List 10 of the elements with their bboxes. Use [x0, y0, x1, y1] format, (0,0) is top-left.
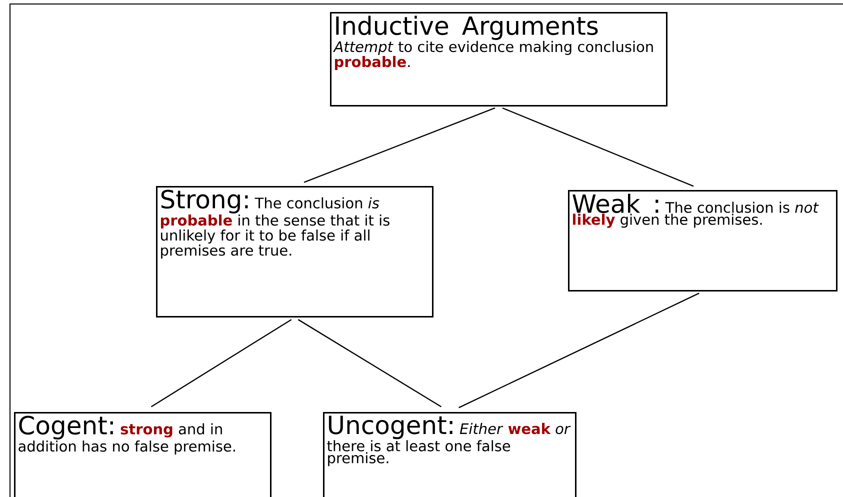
connector-line [150, 319, 292, 408]
text-box: Weak : The conclusion is not likely given the premises. [568, 190, 838, 292]
text-box: Strong: The conclusion is probable in the sense that it is unlikely for it to be false if all premises are true. [156, 186, 434, 318]
connector-line [502, 107, 694, 187]
connector-line [458, 292, 700, 408]
connector-line [298, 319, 442, 408]
text-box: Inductive Arguments Attempt to cite evidence making conclusion probable. [330, 12, 668, 106]
text-box: Cogent: strong and in addition has no false premise. [14, 412, 272, 497]
connector-line [304, 107, 496, 183]
text-box: Uncogent: Either weak or there is at least one false premise. [323, 412, 576, 497]
